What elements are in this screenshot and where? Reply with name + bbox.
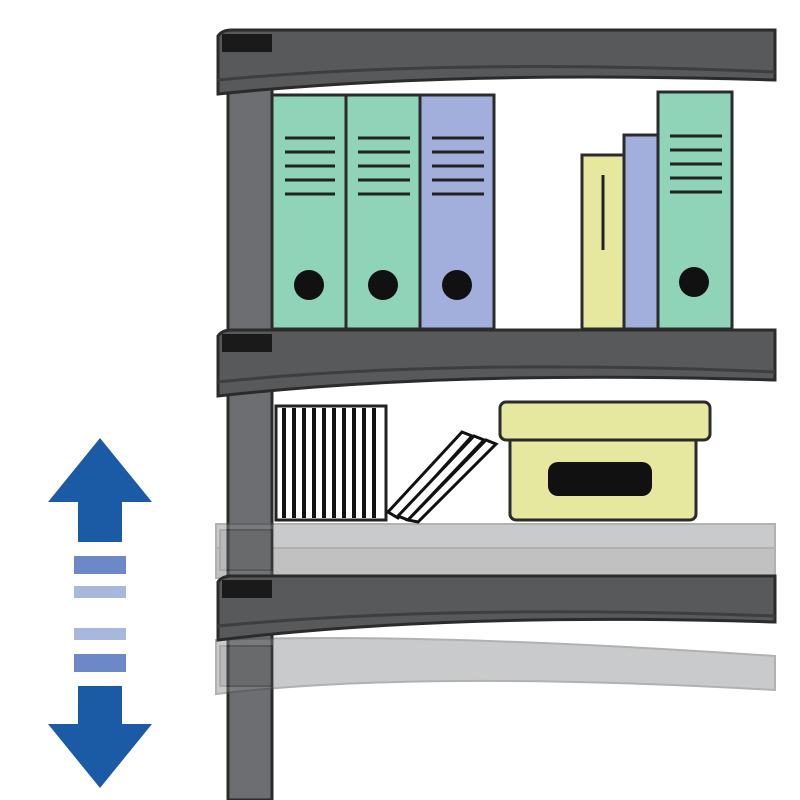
binder-icon bbox=[270, 93, 348, 331]
binder-icon bbox=[418, 93, 496, 331]
folder-yellow-icon bbox=[580, 153, 626, 331]
up-down-arrow-icon bbox=[48, 438, 152, 788]
tilted-cases-icon bbox=[385, 430, 499, 524]
binders-row bbox=[270, 90, 734, 331]
top-shelf bbox=[216, 28, 777, 96]
binder-icon bbox=[344, 93, 422, 331]
adjustable-shelf bbox=[216, 574, 777, 642]
shelf-post bbox=[226, 58, 274, 800]
middle-shelf bbox=[216, 328, 777, 398]
storage-box-icon bbox=[498, 400, 712, 522]
ghost-shelf-positions bbox=[215, 523, 776, 696]
cd-stack-icon bbox=[274, 404, 388, 522]
folder-blue-icon bbox=[622, 133, 660, 331]
binder-icon bbox=[656, 90, 734, 331]
